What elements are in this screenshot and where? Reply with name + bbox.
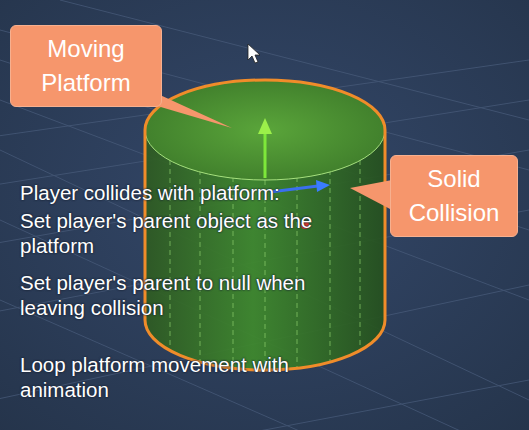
note-text: Set player's parent to null when leaving… [20,270,350,320]
callout-box: Solid Collision [390,155,518,237]
callout-box: Moving Platform [10,25,162,107]
note-text: Player collides with platform: [20,180,350,205]
mouse-cursor [248,44,260,63]
note-text: Set player's parent object as the platfo… [20,208,350,258]
callout-text: Moving Platform [18,32,154,100]
note-text: Loop platform movement with animation [20,352,350,402]
callout-pointer [350,180,392,210]
callout-text: Solid Collision [398,162,510,230]
